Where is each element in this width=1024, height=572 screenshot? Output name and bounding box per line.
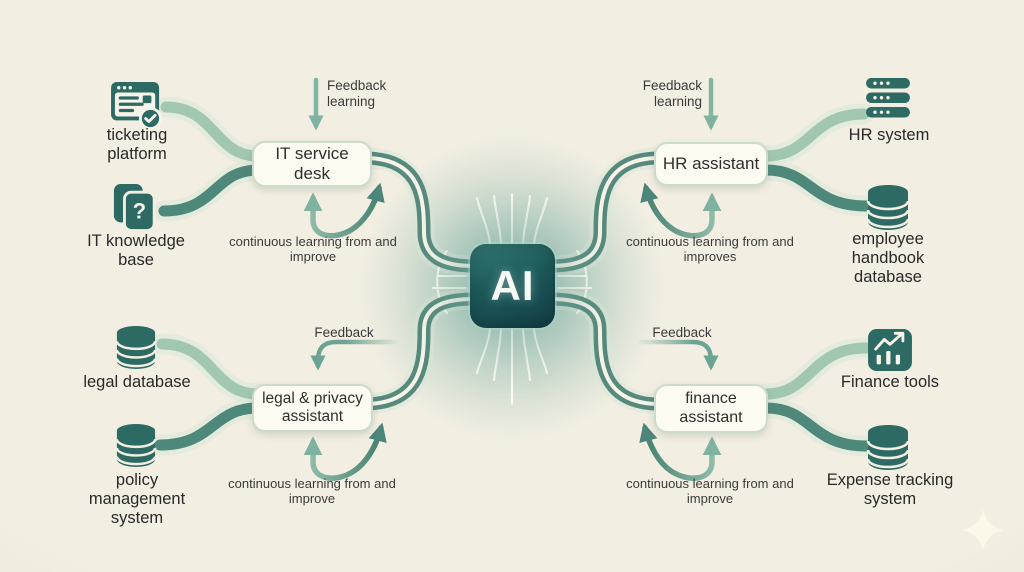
database-icon <box>115 423 157 472</box>
caption-finance-tools: Finance tools <box>840 373 940 391</box>
pipe-it-to-kb <box>158 164 264 217</box>
caption-it-knowledge-base: IT knowledge base <box>87 232 185 269</box>
server-stack-icon <box>866 78 910 123</box>
loop-label-hr: continuous learning from and improves <box>626 234 794 265</box>
node-finance-assistant: finance assistant <box>654 384 768 433</box>
loop-label-legal: continuous learning from and improve <box>228 476 396 507</box>
document-question-icon: ? <box>112 184 158 237</box>
caption-ticketing-platform: ticketing platform <box>106 126 168 163</box>
caption-policy-management-system: policy management system <box>88 471 186 527</box>
caption-employee-handbook-database: employee handbook database <box>851 230 925 286</box>
node-label: HR assistant <box>662 154 760 174</box>
pipes-chip-gap <box>366 156 658 406</box>
node-label: finance assistant <box>679 390 743 426</box>
node-hr-assistant: HR assistant <box>654 142 768 186</box>
pipes-dark <box>154 164 872 452</box>
feedback-label-it: Feedback learning <box>327 78 387 109</box>
feedback-arrows <box>308 77 719 371</box>
pipe-hr-to-hrsystem <box>760 108 870 162</box>
node-it-service-desk: IT service desk <box>252 141 372 187</box>
ticketing-window-check-icon <box>110 82 164 135</box>
pipe-finance-to-tools <box>760 342 872 400</box>
caption-expense-tracking-system: Expense tracking system <box>826 471 954 508</box>
pipe-legal-to-policy <box>154 402 264 451</box>
caption-hr-system: HR system <box>848 126 930 144</box>
loop-label-it: continuous learning from and improve <box>229 234 397 265</box>
database-icon <box>866 424 910 475</box>
feedback-arrow-finance <box>635 339 719 371</box>
caption-legal-database: legal database <box>83 373 191 391</box>
ai-chip-label: AI <box>490 262 535 309</box>
pipe-legal-to-legaldb <box>156 338 264 400</box>
node-label: legal & privacy assistant <box>262 390 363 425</box>
question-glyph: ? <box>133 199 146 224</box>
pipe-hr-to-handbook <box>760 164 872 212</box>
feedback-label-hr: Feedback learning <box>642 78 702 109</box>
loop-arrow-it <box>303 182 385 239</box>
loop-arrow-finance <box>639 422 722 481</box>
pipe-finance-to-expense <box>760 402 872 452</box>
pipes-light <box>156 101 872 400</box>
feedback-label-finance: Feedback <box>652 325 712 340</box>
node-legal-privacy-assistant: legal & privacy assistant <box>252 384 373 432</box>
feedback-label-legal: Feedback <box>314 325 374 340</box>
feedback-arrow-legal <box>310 339 400 371</box>
loop-arrow-hr <box>640 182 722 239</box>
node-label: IT service desk <box>275 144 349 183</box>
database-icon <box>866 183 910 236</box>
loop-arrow-legal <box>303 422 387 481</box>
sparkle-icon <box>962 509 1004 551</box>
database-icon <box>115 325 157 374</box>
line-chart-icon <box>868 329 912 376</box>
pipe-it-to-ticketing <box>160 101 264 162</box>
loop-label-finance: continuous learning from and improve <box>626 476 794 507</box>
loop-arrows <box>303 182 722 481</box>
ai-chip-node: AI <box>470 244 555 328</box>
